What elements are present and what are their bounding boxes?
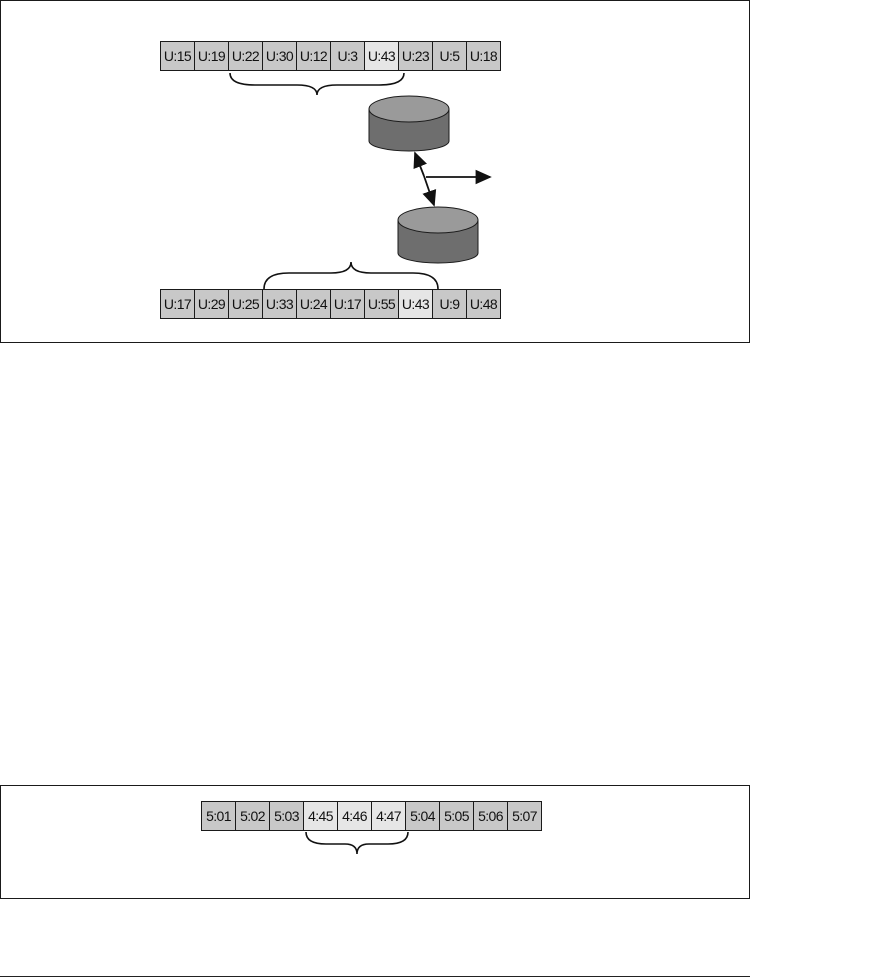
window-cell: U:43 [398, 289, 433, 319]
page-footer-rule [0, 976, 750, 977]
window-cell: U:29 [194, 289, 229, 319]
window-cell: U:55 [364, 289, 399, 319]
window-cell: U:33 [262, 289, 297, 319]
window-cell: U:25 [228, 289, 263, 319]
lower-window-brace [264, 262, 438, 289]
window-cell: U:17 [160, 289, 195, 319]
window-cell: U:48 [466, 289, 501, 319]
upper-window-brace [230, 73, 404, 95]
window-cell: U:9 [432, 289, 467, 319]
sync-double-arrow-lower [424, 176, 434, 205]
window-cell: U:17 [330, 289, 365, 319]
window-cell: U:24 [296, 289, 331, 319]
lower-database-icon [398, 207, 478, 263]
upper-database-icon [369, 96, 449, 151]
late-events-brace [306, 832, 408, 854]
bottom-diagram-graphics [1, 786, 751, 900]
sync-double-arrow [415, 153, 424, 176]
